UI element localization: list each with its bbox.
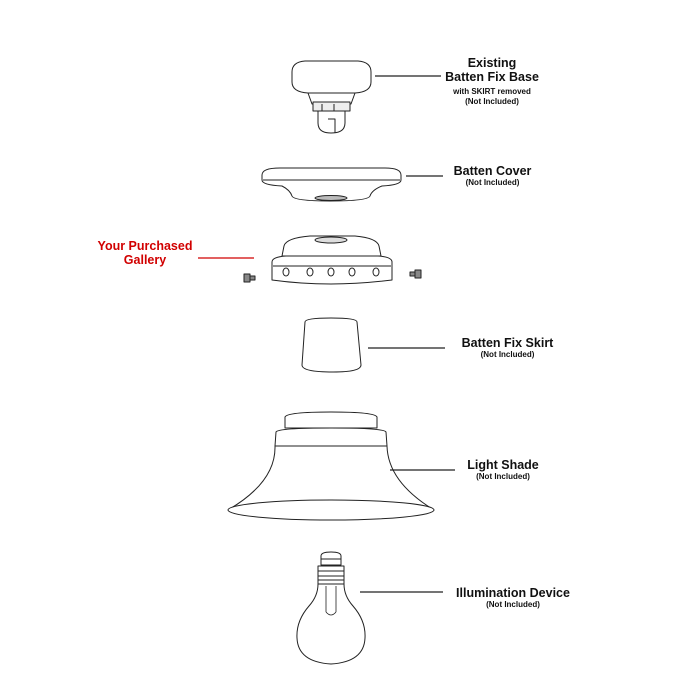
base-label-line2: Batten Fix Base (445, 70, 539, 85)
bulb-label: Illumination Device (Not Included) (443, 586, 583, 610)
cover-title: Batten Cover (453, 164, 532, 178)
base-note-1: with SKIRT removed (453, 86, 531, 96)
skirt-label: Batten Fix Skirt (Not Included) (440, 336, 575, 360)
skirt-title: Batten Fix Skirt (461, 336, 554, 350)
light-shade-drawing (227, 411, 435, 521)
gallery-label-line2: Gallery (123, 253, 167, 268)
base-label-line1: Existing (467, 56, 517, 70)
skirt-note: (Not Included) (480, 350, 535, 360)
shade-title: Light Shade (467, 458, 539, 472)
base-label: Existing Batten Fix Base with SKIRT remo… (432, 56, 552, 106)
base-note-2: (Not Included) (465, 96, 519, 106)
cover-label: Batten Cover (Not Included) (440, 164, 545, 188)
bulb-note: (Not Included) (486, 600, 540, 610)
gallery-drawing (243, 235, 422, 285)
screw-icon (409, 269, 422, 279)
gallery-label: Your Purchased Gallery (85, 239, 205, 268)
shade-label: Light Shade (Not Included) (447, 458, 559, 482)
screw-icon (243, 273, 256, 283)
batten-fix-skirt-drawing (301, 317, 362, 373)
bulb-title: Illumination Device (456, 586, 570, 600)
light-bulb-drawing (296, 551, 366, 665)
batten-fix-base-drawing (291, 60, 372, 134)
gallery-label-line1: Your Purchased (97, 239, 193, 253)
cover-note: (Not Included) (465, 178, 520, 188)
shade-note: (Not Included) (476, 472, 530, 482)
batten-cover-drawing (261, 167, 402, 202)
